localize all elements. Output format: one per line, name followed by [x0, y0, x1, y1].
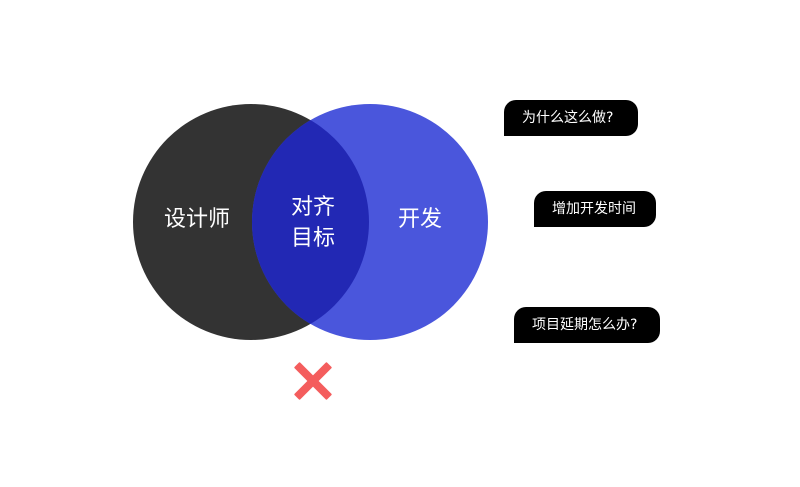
overlap-label-line2: 目标: [290, 226, 335, 251]
dev-label: 开发: [397, 207, 442, 232]
overlap-label: 对齐 目标: [263, 192, 363, 254]
designer-label: 设计师: [163, 207, 230, 232]
cross-icon: [292, 360, 334, 402]
question-bubble-dev-time: 增加开发时间: [534, 191, 656, 227]
overlap-label-line1: 对齐: [290, 195, 335, 220]
question-bubble-delay: 项目延期怎么办?: [514, 307, 660, 343]
question-bubble-why: 为什么这么做?: [504, 100, 638, 136]
overlap-region: [252, 104, 369, 340]
